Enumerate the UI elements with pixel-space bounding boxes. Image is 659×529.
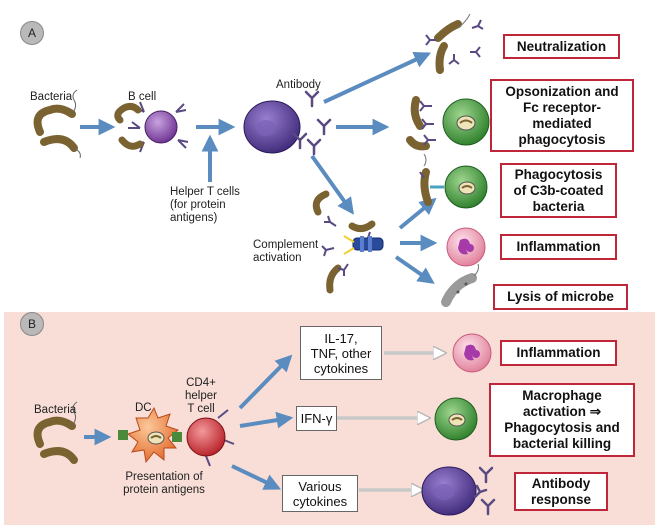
outcome-inflammation-a: Inflammation xyxy=(500,234,617,260)
neutrophil-icon xyxy=(446,227,486,267)
panel-b-arrows xyxy=(84,354,294,490)
cytokine-box-ifn-gamma: IFN-γ xyxy=(296,406,337,431)
macrophage-icon xyxy=(442,98,490,146)
dc-label: DC xyxy=(135,402,152,414)
panel-a-marker: A xyxy=(20,21,44,45)
b-cell-icon xyxy=(114,101,189,153)
complement-activation-label: Complement activation xyxy=(253,239,319,264)
antibody-icon xyxy=(292,90,332,156)
panel-b-marker: B xyxy=(20,312,44,336)
c3b-coated-bacteria-icon xyxy=(419,153,444,206)
bacteria-label: Bacteria xyxy=(30,91,73,103)
complement-complex-icon xyxy=(312,190,384,294)
dendritic-cell-icon xyxy=(118,406,182,464)
outcome-macrophage-activation: Macrophage activation ⇒ Phagocytosis and… xyxy=(489,383,635,457)
helper-t-label: Helper T cells (for protein antigens) xyxy=(170,186,240,224)
outcome-lysis: Lysis of microbe xyxy=(493,284,628,310)
bacteria-icon xyxy=(33,401,78,464)
outcome-c3b-phagocytosis: Phagocytosis of C3b-coated bacteria xyxy=(500,163,617,218)
antibody-label: Antibody xyxy=(276,79,321,91)
outcome-inflammation-b: Inflammation xyxy=(500,340,617,366)
opsonized-bacteria-icon xyxy=(406,96,436,151)
outcome-opsonization: Opsonization and Fc receptor- mediated p… xyxy=(490,79,634,152)
macrophage-icon xyxy=(444,165,488,209)
t-cell-icon xyxy=(186,409,235,467)
macrophage-icon xyxy=(434,397,478,441)
cytokine-box-various: Various cytokines xyxy=(282,475,358,512)
cytokine-box-il17-tnf: IL-17, TNF, other cytokines xyxy=(300,326,382,380)
b-cell-label: B cell xyxy=(128,91,157,103)
antibody-icon xyxy=(473,466,496,516)
neutralized-bacteria-icon xyxy=(425,13,484,74)
bacteria-icon xyxy=(33,89,81,159)
plasma-cell-icon xyxy=(243,100,301,154)
panel-b-gray-arrows xyxy=(337,353,444,490)
outcome-neutralization: Neutralization xyxy=(503,34,620,59)
neutrophil-icon xyxy=(452,333,492,373)
outcome-antibody-response: Antibody response xyxy=(514,472,608,511)
lysed-bacterium-icon xyxy=(441,263,479,307)
plasma-cell-icon xyxy=(421,466,477,516)
presentation-label: Presentation of protein antigens xyxy=(123,471,205,496)
cd4-t-cell-label: CD4+ helper T cell xyxy=(185,377,217,415)
bacteria-label-b: Bacteria xyxy=(34,404,77,416)
